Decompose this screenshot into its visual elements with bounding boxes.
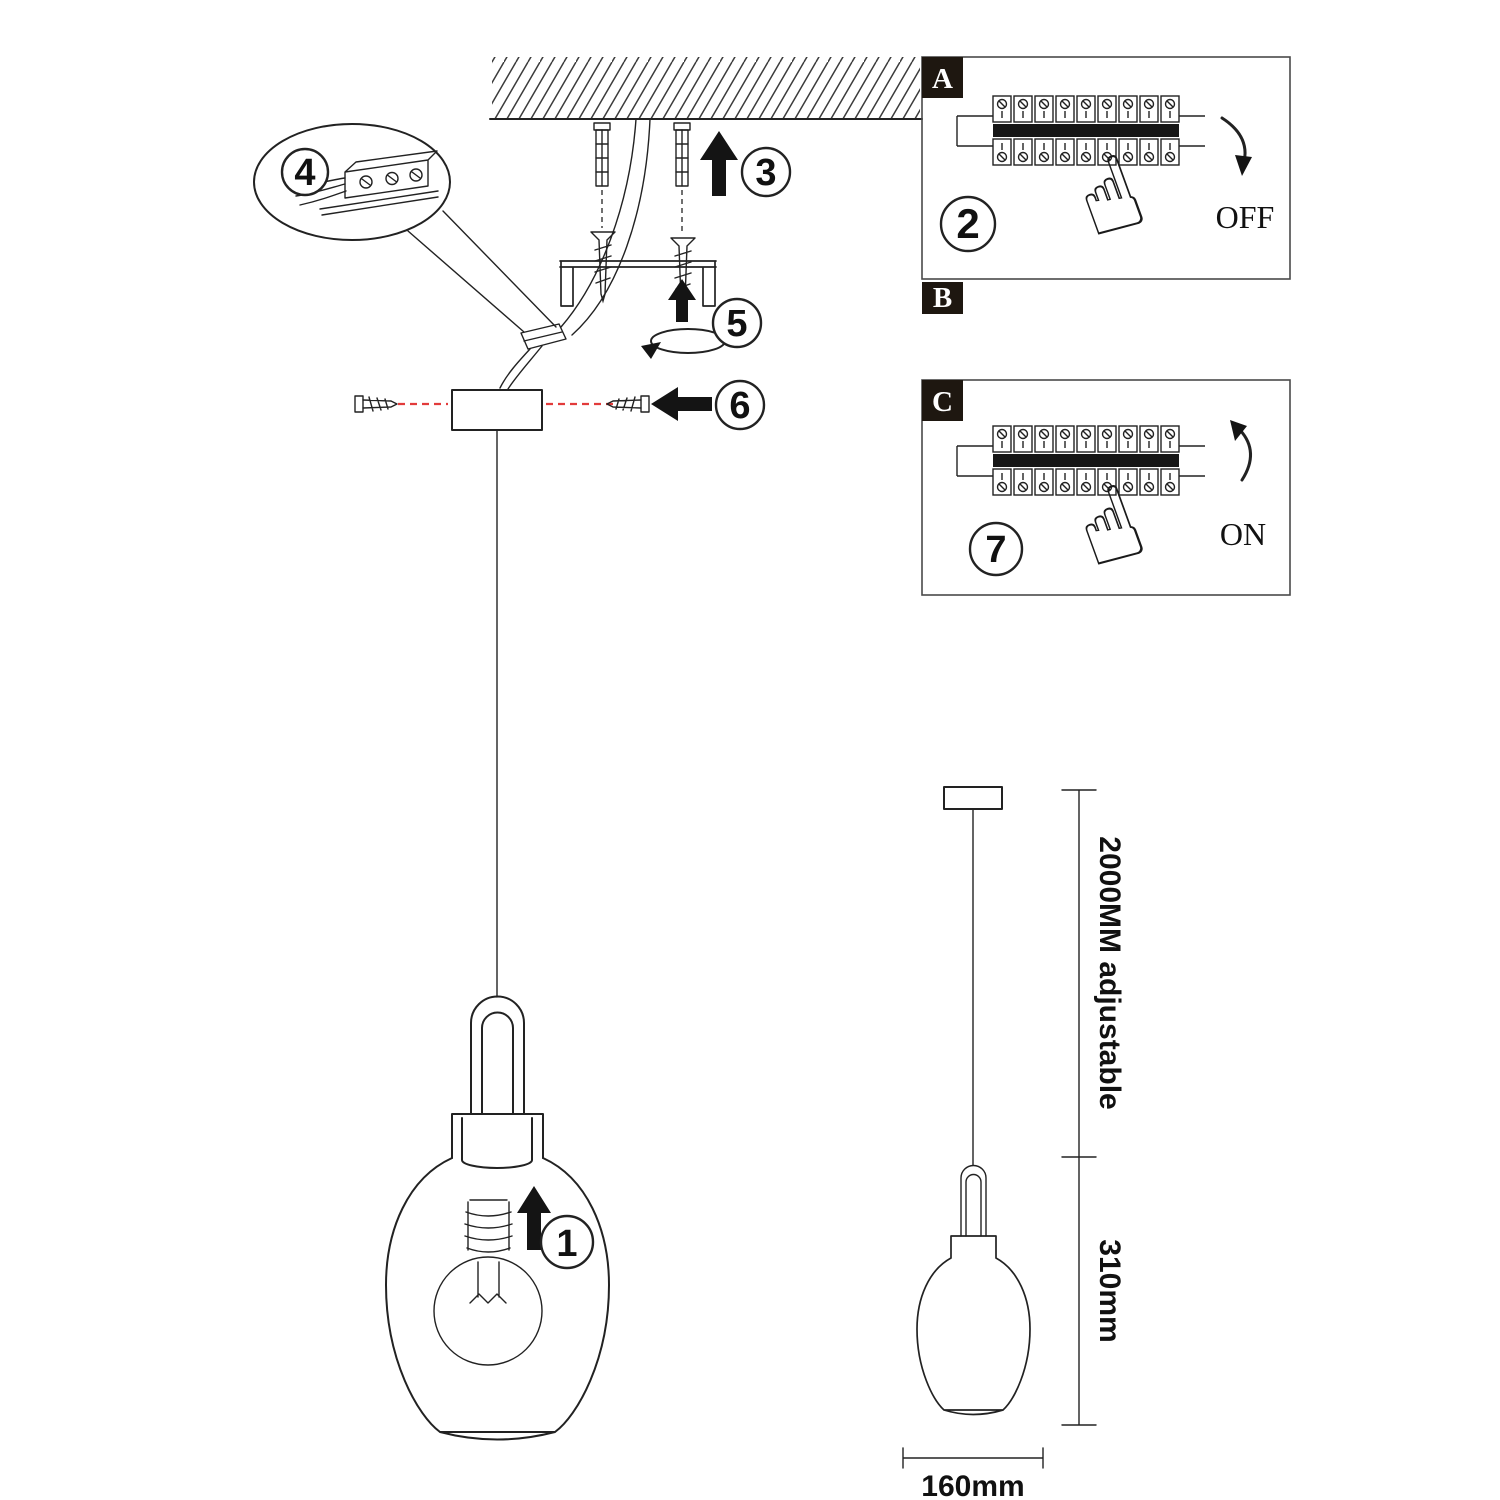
wall-anchor-left [593, 122, 611, 187]
off-label: OFF [1216, 199, 1275, 235]
canopy-screw-right [606, 395, 650, 413]
section-label-b: B [922, 282, 963, 314]
step-circle-6 [714, 379, 766, 431]
rotate-on-arrowhead [1230, 420, 1247, 441]
step3-up-arrow-icon [700, 131, 738, 196]
dim-loop [960, 1164, 987, 1237]
step-marker-2: 2 [939, 195, 997, 253]
dim-canopy [943, 786, 1003, 810]
step-circle-3 [740, 146, 792, 198]
step-marker-7: 7 [968, 521, 1024, 577]
ceiling-canopy [451, 389, 543, 431]
pendant-loop [470, 995, 525, 1115]
step-number-5: 5 [726, 303, 747, 345]
step-number-2: 2 [956, 200, 979, 247]
section-label-b-text: B [933, 282, 952, 314]
supply-wires [560, 118, 651, 336]
section-label-c: C [932, 386, 953, 418]
panel-c-border [921, 379, 1291, 596]
dim-line-vertical [1061, 789, 1097, 1426]
pointing-hand-icon: ☝ [1061, 131, 1160, 264]
step1-up-arrow-icon [517, 1186, 551, 1250]
step-marker-4: 4 [280, 147, 330, 197]
section-label-a: A [932, 63, 953, 95]
rotate-arrowhead [641, 342, 661, 359]
panel-c: C ☝ ON 7 [921, 379, 1291, 596]
step-circle-4 [280, 147, 330, 197]
step-circle-5 [711, 297, 763, 349]
dimension-figure: 2000MM adjustable 310mm 160mm [902, 786, 1126, 1500]
rotate-on-arrow [1238, 428, 1252, 482]
step-marker-3: 3 [740, 146, 792, 198]
step-number-4: 4 [294, 152, 315, 194]
step-circle-7 [968, 521, 1024, 577]
section-label-c-box [922, 380, 963, 421]
rotate-off-arrow [1220, 116, 1247, 164]
wire-connector [499, 323, 567, 390]
pointing-hand-icon-c: ☝ [1061, 461, 1160, 594]
step-number-3: 3 [755, 152, 776, 194]
light-bulb [433, 1199, 543, 1366]
section-label-b-box [922, 282, 963, 314]
panel-a-border [921, 56, 1291, 280]
ceiling-hatch-band [492, 57, 920, 119]
step-marker-6: 6 [714, 379, 766, 431]
panel-a: A ☝ OFF 2 [921, 56, 1291, 280]
step-number-6: 6 [729, 385, 750, 427]
step-marker-5: 5 [711, 297, 763, 349]
lamp-socket [451, 1113, 544, 1169]
dim-lamp-shade [916, 1235, 1031, 1416]
rotate-arrow-icon [641, 328, 726, 359]
canopy-screw-left [354, 395, 398, 413]
bubble-leader-lines [407, 210, 557, 333]
step6-left-arrow-icon [651, 387, 712, 421]
step5-up-arrow-icon [668, 279, 696, 322]
detail-bubble: 4 [253, 123, 557, 333]
wall-anchor-right [673, 122, 691, 187]
step-marker-1: 1 [539, 1214, 595, 1270]
dim-line-width [902, 1447, 1044, 1469]
glass-shade [385, 1157, 610, 1441]
step-number-7: 7 [985, 529, 1006, 571]
dim-label-width: 160mm [921, 1470, 1024, 1500]
dim-label-cable: 2000MM adjustable [1093, 836, 1126, 1109]
step-circle-2 [939, 195, 997, 253]
rotate-off-arrowhead [1235, 155, 1252, 176]
bubble-outline [253, 123, 451, 241]
section-label-a-box [922, 57, 963, 98]
mounting-bracket [559, 260, 717, 307]
ceiling-hatch [489, 57, 923, 120]
on-label: ON [1220, 516, 1266, 552]
step-circle-1 [539, 1214, 595, 1270]
anchor-guide-dashes [601, 190, 683, 234]
dim-label-height: 310mm [1093, 1239, 1126, 1342]
step-number-1: 1 [556, 1223, 577, 1265]
